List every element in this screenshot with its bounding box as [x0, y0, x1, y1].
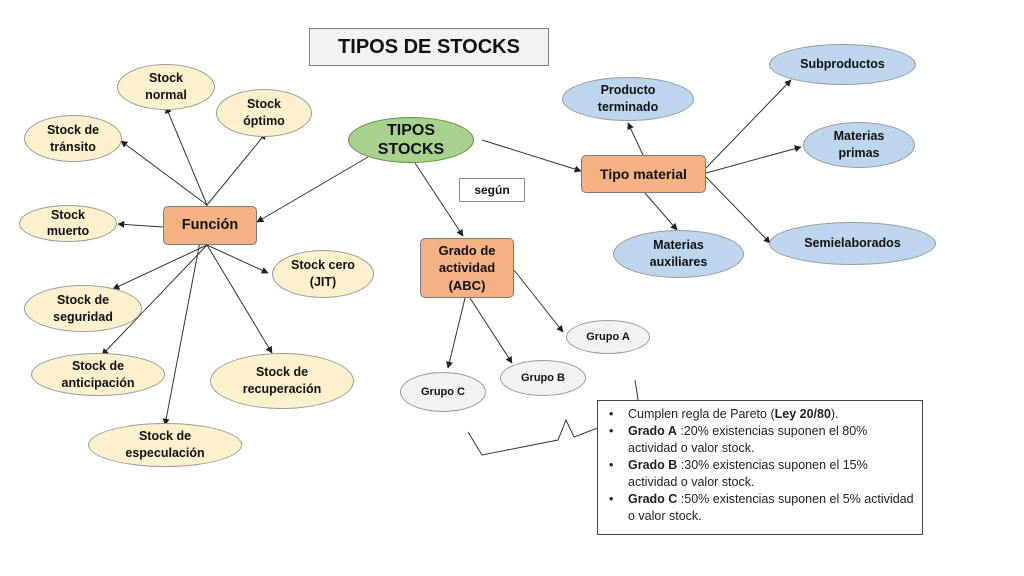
arrow-grado-c — [446, 297, 466, 369]
node-stock-cero: Stock cero (JIT) — [272, 250, 374, 298]
arrow-funcion-recuperacion — [206, 244, 273, 354]
node-materias-primas: Materias primas — [803, 122, 915, 168]
arrow-center-funcion — [256, 156, 369, 223]
arrow-material-semielaborados — [705, 176, 771, 244]
arrow-center-material — [481, 139, 582, 173]
connector-label-segun: según — [459, 178, 525, 202]
category-funcion: Función — [163, 206, 257, 245]
arrow-material-materias-primas — [705, 145, 802, 174]
category-tipo-material: Tipo material — [581, 155, 706, 193]
node-grupo-c: Grupo C — [400, 372, 486, 412]
node-stock-optimo: Stock óptimo — [216, 89, 312, 137]
arrow-funcion-muerto — [117, 220, 164, 228]
arrow-funcion-seguridad — [112, 244, 208, 290]
note-item: Grado B :30% existencias suponen el 15% … — [606, 457, 914, 491]
category-grado-actividad: Grado de actividad (ABC) — [420, 238, 514, 298]
node-stock-muerto: Stock muerto — [19, 205, 117, 242]
arrow-center-grado — [414, 162, 464, 237]
arrow-funcion-normal — [165, 106, 208, 206]
note-item: Grado C :50% existencias suponen el 5% a… — [606, 491, 914, 525]
center-node-tipos-stocks: TIPOS STOCKS — [348, 117, 474, 163]
arrow-material-terminado — [627, 122, 644, 156]
node-stock-seguridad: Stock de seguridad — [24, 285, 142, 332]
arrow-material-auxiliares — [644, 192, 678, 231]
arrow-grado-a — [513, 269, 564, 333]
node-stock-normal: Stock normal — [117, 64, 215, 110]
node-stock-anticipacion: Stock de anticipación — [31, 353, 165, 396]
arrow-funcion-transito — [120, 140, 208, 206]
center-label-line1: TIPOS — [386, 121, 435, 139]
diagram-title: TIPOS DE STOCKS — [309, 28, 549, 66]
center-label-line2: STOCKS — [377, 141, 445, 158]
node-stock-transito: Stock de tránsito — [24, 115, 122, 162]
node-semielaborados: Semielaborados — [769, 222, 936, 265]
node-producto-terminado: Producto terminado — [562, 77, 694, 121]
arrow-funcion-cero — [206, 244, 269, 274]
pareto-notes-box: Cumplen regla de Pareto (Ley 20/80). Gra… — [597, 400, 923, 535]
node-grupo-b: Grupo B — [500, 360, 586, 396]
arrow-funcion-optimo — [206, 132, 267, 206]
node-materias-auxiliares: Materias auxiliares — [613, 230, 744, 278]
arrow-material-subproductos — [705, 79, 792, 169]
node-stock-recuperacion: Stock de recuperación — [210, 353, 354, 409]
node-subproductos: Subproductos — [769, 44, 916, 85]
node-stock-especulacion: Stock de especulación — [88, 423, 242, 467]
note-item: Cumplen regla de Pareto (Ley 20/80). — [606, 406, 914, 423]
arrow-funcion-anticipacion — [101, 244, 208, 356]
note-item: Grado A :20% existencias suponen el 80% … — [606, 423, 914, 457]
node-grupo-a: Grupo A — [566, 320, 650, 354]
arrow-grado-b — [469, 297, 513, 364]
